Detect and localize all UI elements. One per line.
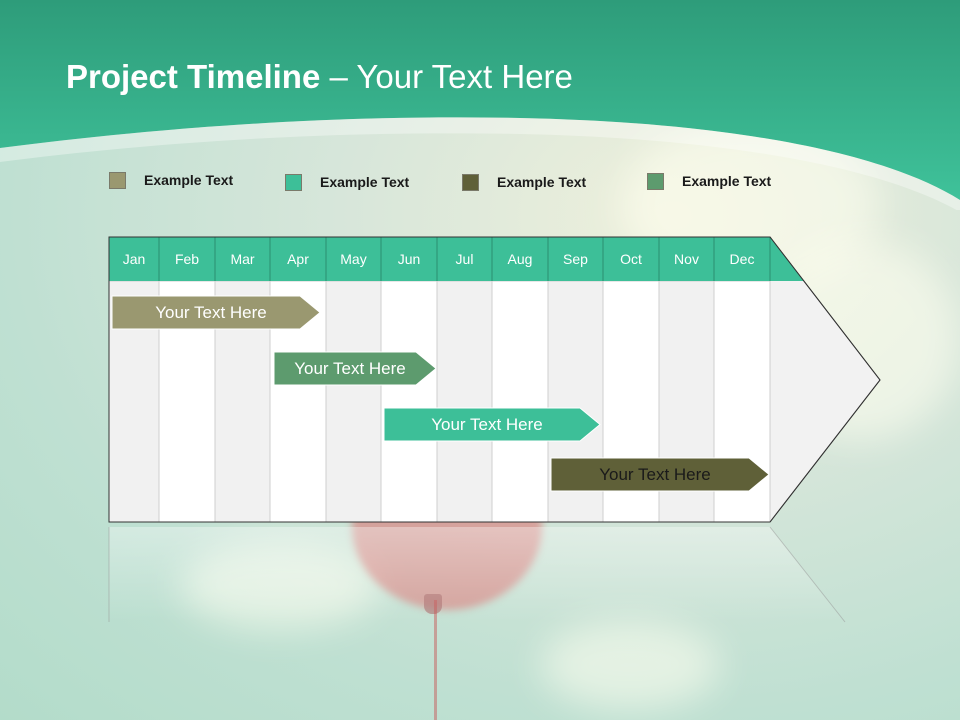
header-banner	[0, 0, 960, 210]
month-label-sep: Sep	[563, 251, 588, 267]
title-rest: – Your Text Here	[320, 58, 573, 95]
month-label-jan: Jan	[122, 251, 146, 267]
legend-item: Example Text	[109, 169, 233, 191]
month-label-apr: Apr	[287, 251, 309, 267]
month-label-nov: Nov	[674, 251, 699, 267]
timeline-bar	[550, 457, 770, 492]
month-label-oct: Oct	[620, 251, 642, 267]
timeline-bar-label: Your Text Here	[294, 358, 406, 378]
month-label-aug: Aug	[507, 251, 533, 267]
month-label-dec: Dec	[729, 251, 755, 267]
timeline-bar-label: Your Text Here	[155, 302, 267, 322]
month-label-jun: Jun	[397, 251, 421, 267]
legend-item: Example Text	[462, 171, 586, 193]
legend-label: Example Text	[144, 172, 234, 188]
timeline-bar	[111, 295, 321, 330]
month-column	[491, 280, 549, 523]
timeline-reflection	[109, 527, 845, 622]
timeline-bar-label: Your Text Here	[431, 414, 543, 434]
month-header-band	[109, 237, 804, 281]
legend-swatch	[647, 172, 664, 190]
title-bold: Project Timeline	[66, 58, 321, 95]
legend-label: Example Text	[682, 173, 772, 189]
balloon-string	[434, 600, 437, 720]
month-label-mar: Mar	[230, 251, 255, 267]
timeline-bar-label: Your Text Here	[599, 464, 711, 484]
cloud	[540, 620, 720, 710]
legend-label: Example Text	[320, 174, 410, 190]
page-title: Project Timeline – Your Text Here	[66, 58, 573, 96]
month-label-may: May	[340, 251, 367, 267]
reflection-edge	[769, 526, 846, 623]
legend-swatch	[462, 173, 479, 191]
month-column	[436, 280, 493, 523]
legend-item: Example Text	[285, 171, 409, 193]
timeline-outline	[108, 236, 881, 523]
legend-swatch	[109, 171, 126, 189]
month-label-jul: Jul	[455, 251, 474, 267]
legend-swatch	[285, 173, 302, 191]
legend-item: Example Text	[647, 170, 771, 192]
timeline-bar	[273, 351, 437, 386]
month-label-feb: Feb	[174, 251, 200, 267]
month-column	[380, 280, 438, 523]
legend-label: Example Text	[497, 174, 587, 190]
month-column	[325, 280, 382, 523]
timeline-bar	[383, 407, 601, 442]
